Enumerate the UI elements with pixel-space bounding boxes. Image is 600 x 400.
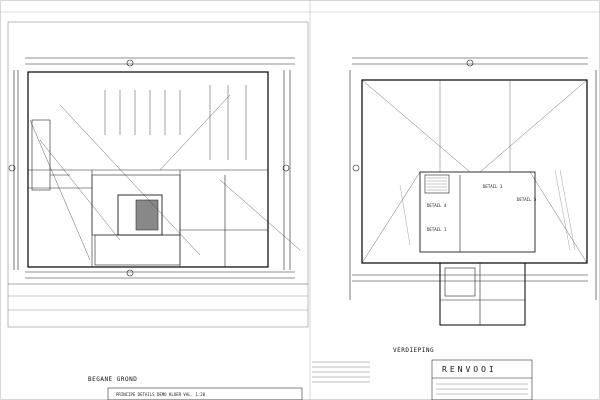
upper-floor-title: VERDIEPING	[393, 347, 435, 354]
ground-floor-title: BEGANE GROND	[88, 376, 138, 383]
ground-floor-plan	[7, 21, 309, 328]
notes-area	[312, 361, 370, 383]
upper-floor-plan	[349, 57, 597, 326]
detail-label: DETAIL 1	[427, 227, 447, 232]
title-bar-label: PRINCIPE DETAILS DEMO KLOER VAL. 1:20	[116, 392, 206, 397]
legend-block	[431, 359, 533, 400]
detail-label: DETAIL 5	[517, 197, 537, 202]
detail-label: DETAIL 4	[427, 203, 447, 208]
legend-title: RENVOOI	[442, 365, 497, 374]
detail-label: DETAIL 3	[483, 184, 503, 189]
